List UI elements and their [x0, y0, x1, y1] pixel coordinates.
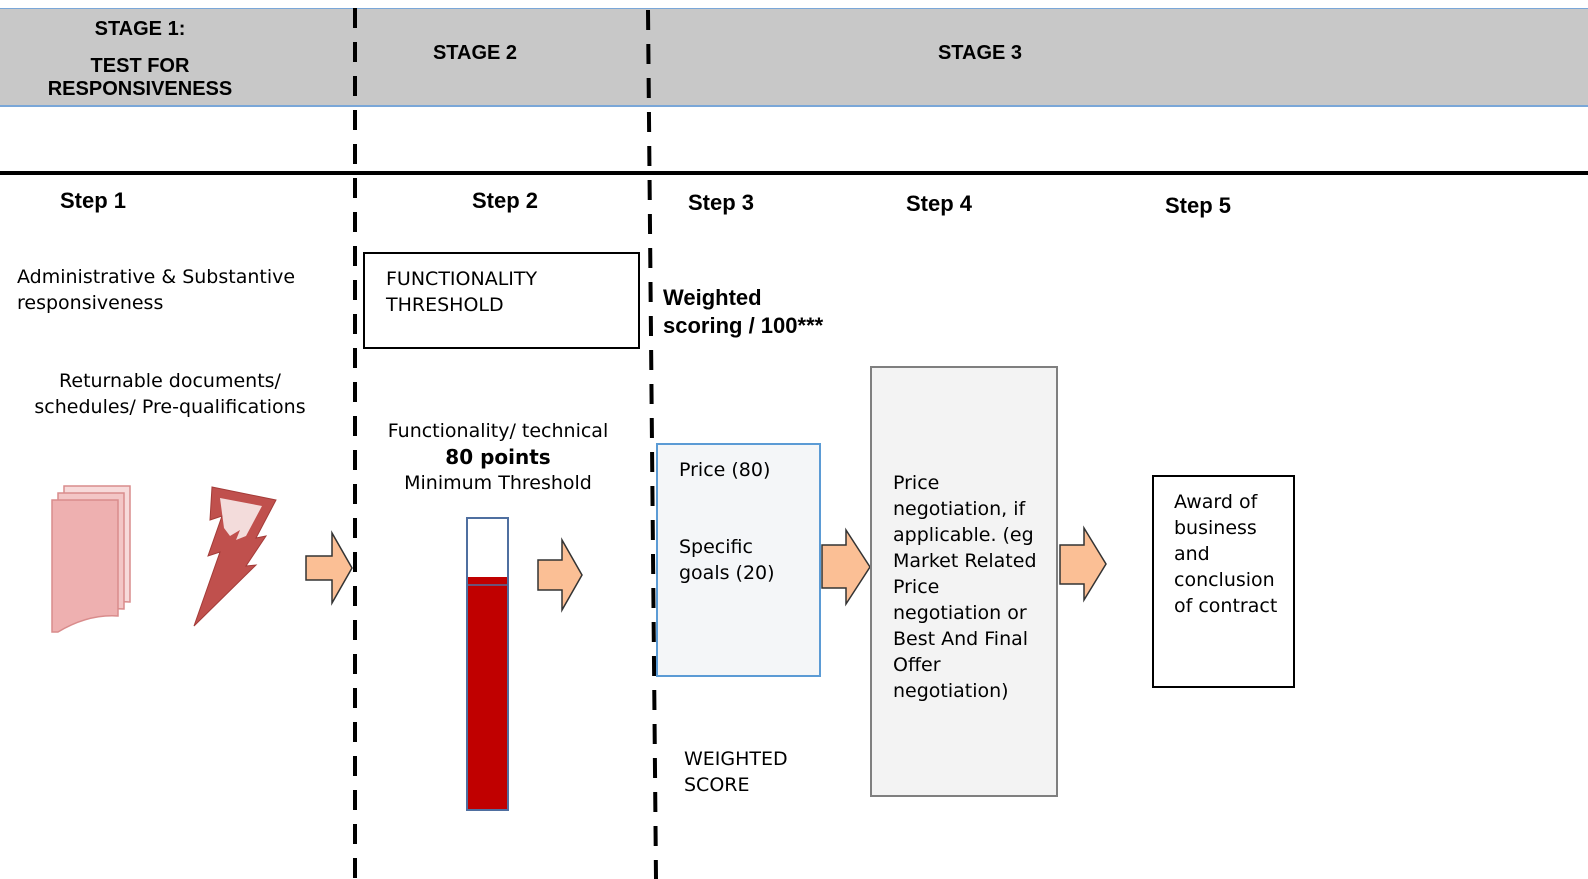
- price-goals-box: Price (80) Specific goals (20): [656, 443, 821, 677]
- negotiation-line: Price: [893, 472, 940, 494]
- functionality-technical-text: Functionality/ technical 80 points Minim…: [372, 418, 624, 496]
- step-2-title: Step 2: [472, 188, 539, 213]
- negotiation-line: Price: [893, 576, 940, 598]
- stage-1-label: STAGE 1:: [94, 18, 186, 40]
- threshold-gauge: [466, 517, 509, 811]
- stage-2-title: STAGE 2: [432, 42, 518, 64]
- arrow-right-icon: [1059, 525, 1107, 603]
- negotiation-line: negotiation): [893, 680, 1009, 702]
- step-5-title: Step 5: [1165, 193, 1232, 218]
- award-line: of contract: [1174, 595, 1278, 617]
- arrow-right-icon: [537, 537, 583, 613]
- functionality-points: 80 points: [445, 445, 551, 469]
- threshold-line1: FUNCTIONALITY: [386, 268, 538, 290]
- weighted-line1: Weighted: [663, 285, 762, 310]
- responsiveness-text: Administrative & Substantive responsiven…: [17, 264, 295, 316]
- arrow-right-icon: [821, 527, 871, 607]
- timeline-divider: [0, 171, 1588, 175]
- negotiation-line: Market Related: [893, 550, 1037, 572]
- documents-icon: [51, 485, 131, 633]
- stage-3-title: STAGE 3: [937, 42, 1023, 64]
- documents-line2: schedules/ Pre-qualifications: [34, 396, 306, 418]
- negotiation-line: negotiation or: [893, 602, 1027, 624]
- weighted-score-line2: SCORE: [684, 774, 750, 796]
- stage-1-title: STAGE 1: TEST FOR RESPONSIVENESS: [40, 18, 240, 101]
- goals-line1: Specific: [679, 536, 753, 558]
- arrow-right-icon: [305, 530, 353, 606]
- weighted-score-text: WEIGHTED SCORE: [684, 746, 788, 798]
- returnable-documents-text: Returnable documents/ schedules/ Pre-qua…: [20, 368, 320, 420]
- negotiation-line: Best And Final: [893, 628, 1029, 650]
- responsiveness-line2: responsiveness: [17, 292, 164, 314]
- step-1-title: Step 1: [60, 188, 127, 213]
- goals-line2: goals (20): [679, 562, 775, 584]
- minimum-threshold-label: Minimum Threshold: [404, 472, 592, 494]
- stage-1-subtitle-line1: TEST FOR: [90, 55, 190, 77]
- award-line: conclusion: [1174, 569, 1275, 591]
- weighted-score-line1: WEIGHTED: [684, 748, 788, 770]
- award-line: Award of: [1174, 491, 1258, 513]
- functionality-threshold-box: FUNCTIONALITY THRESHOLD: [363, 252, 640, 349]
- step-4-title: Step 4: [906, 191, 973, 216]
- price-negotiation-box: Price negotiation, if applicable. (eg Ma…: [870, 366, 1058, 797]
- negotiation-line: applicable. (eg: [893, 524, 1034, 546]
- weighted-line2: scoring / 100***: [663, 313, 824, 338]
- negotiation-line: Offer: [893, 654, 941, 676]
- negotiation-line: negotiation, if: [893, 498, 1026, 520]
- documents-line1: Returnable documents/: [59, 370, 281, 392]
- responsiveness-line1: Administrative & Substantive: [17, 266, 296, 288]
- stage-separator-2: [646, 9, 658, 879]
- price-weight: Price (80): [679, 459, 771, 481]
- stage-header-band: [0, 8, 1588, 107]
- award-business-box: Award of business and conclusion of cont…: [1152, 475, 1295, 688]
- lightning-icon: [193, 486, 277, 627]
- weighted-scoring-text: Weighted scoring / 100***: [663, 284, 823, 340]
- threshold-line2: THRESHOLD: [386, 294, 504, 316]
- stage-1-subtitle-line2: RESPONSIVENESS: [47, 78, 233, 100]
- award-line: business: [1174, 517, 1257, 539]
- functionality-line1: Functionality/ technical: [387, 420, 609, 442]
- step-3-title: Step 3: [688, 190, 755, 215]
- award-line: and: [1174, 543, 1210, 565]
